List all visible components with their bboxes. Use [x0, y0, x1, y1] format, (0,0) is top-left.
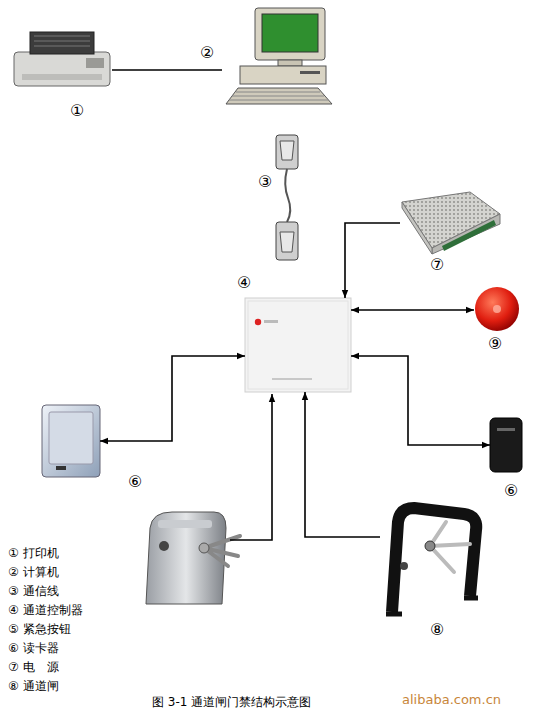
illustration-part: [425, 541, 435, 551]
illustration-part: [226, 88, 332, 104]
callout-number: ①: [70, 102, 84, 120]
illustration-part: [158, 520, 212, 528]
callout-number: ⑧: [430, 621, 444, 639]
illustration-part: [30, 32, 94, 54]
illustration-part: [386, 598, 478, 614]
illustration-part: [264, 320, 278, 323]
illustration-part: [255, 319, 261, 325]
legend-item: ③ 通信线: [8, 583, 59, 600]
illustration-part: [278, 60, 302, 66]
illustration-part: [402, 202, 432, 254]
illustration-part: [248, 301, 348, 389]
turnstile-node: ⑧: [380, 505, 480, 617]
figure-caption: 图 3-1 通道闸门禁结构示意图: [152, 694, 311, 711]
turnstile-illustration: [146, 512, 240, 604]
power-supply-illustration: [402, 192, 500, 254]
illustration-part: [199, 543, 209, 553]
connector-arrow: [305, 392, 380, 537]
legend-item: ⑧ 通道闸: [8, 678, 59, 695]
illustration-part: [49, 412, 93, 464]
power-node: ⑦: [400, 192, 500, 254]
cable-illustration: [276, 135, 298, 260]
computer-node: ②: [222, 8, 332, 106]
illustration-part: [229, 92, 328, 100]
callout-number: ②: [200, 44, 214, 62]
callout-number: ④: [237, 274, 251, 292]
callout-number: ⑦: [430, 256, 444, 274]
legend-item: ⑥ 读卡器: [8, 640, 59, 657]
illustration-part: [280, 232, 294, 252]
controller-node: ④: [245, 298, 351, 392]
illustration-part: [497, 428, 515, 431]
watermark: alibaba.com.cn: [402, 692, 501, 707]
illustration-part: [34, 36, 90, 46]
callout-number: ⑥: [504, 482, 518, 500]
illustration-part: [432, 214, 500, 254]
illustration-part: [146, 512, 226, 604]
connector-arrow: [351, 356, 490, 445]
callout-number: ⑥: [128, 473, 142, 491]
illustration-part: [272, 378, 312, 380]
legend-item: ① 打印机: [8, 545, 59, 562]
illustration-part: [86, 58, 104, 68]
illustration-part: [42, 405, 100, 477]
illustration-part: [490, 418, 522, 472]
illustration-part: [240, 66, 326, 84]
legend-item: ⑤ 紧急按钮: [8, 621, 71, 638]
connector-arrow: [345, 223, 400, 298]
illustration-part: [262, 14, 318, 52]
illustration-part: [276, 222, 298, 260]
illustration-part: [280, 141, 294, 160]
legend-item: ② 计算机: [8, 564, 59, 581]
callout-number: ③: [258, 173, 272, 191]
printer-node: ①: [12, 28, 112, 90]
computer-illustration: [226, 8, 332, 104]
illustration-part: [493, 305, 501, 313]
illustration-part: [400, 562, 408, 570]
controller-illustration: [245, 298, 351, 392]
illustration-part: [392, 508, 476, 612]
reader-node: ⑥: [42, 405, 100, 477]
illustration-part: [14, 52, 110, 86]
alarm-node: ⑨: [474, 287, 520, 333]
illustration-part: [430, 522, 470, 572]
illustration-part: [56, 466, 66, 470]
turnstile-illustration: [386, 508, 478, 614]
illustration-part: [285, 169, 290, 222]
card-reader-illustration: [490, 418, 522, 472]
illustration-part: [159, 541, 169, 551]
legend-item: ⑦ 电 源: [8, 659, 59, 676]
illustration-part: [276, 135, 298, 169]
card-reader-illustration: [42, 405, 100, 477]
illustration-part: [300, 71, 320, 74]
illustration-part: [255, 8, 325, 60]
illustration-part: [245, 298, 351, 392]
illustration-part: [475, 287, 519, 331]
reader-node: ⑥: [490, 418, 522, 472]
alarm-bell-illustration: [475, 287, 519, 331]
signal-arrow: [230, 394, 272, 540]
callout-number: ⑨: [488, 335, 502, 353]
connector-line: [112, 69, 222, 71]
illustration-part: [442, 220, 496, 251]
connector-arrow: [100, 356, 245, 441]
connector-arrow: [351, 309, 474, 311]
printer-illustration: [14, 32, 110, 86]
cable-node: ③: [272, 133, 302, 263]
illustration-part: [22, 74, 102, 80]
legend-item: ④ 通道控制器: [8, 602, 83, 619]
